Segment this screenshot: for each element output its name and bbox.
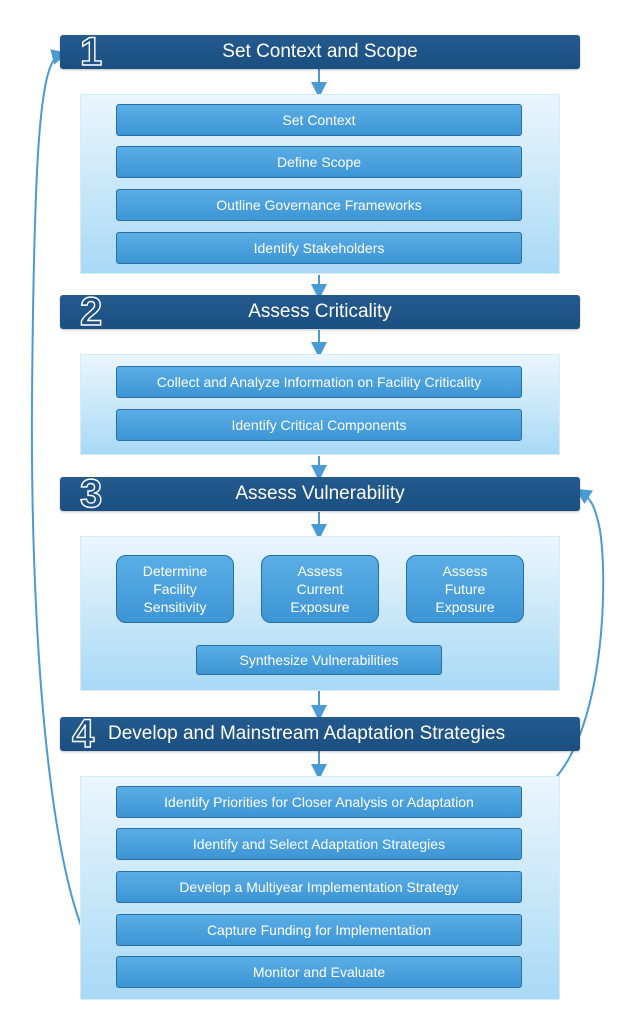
step-4-item: Identify and Select Adaptation Strategie… [116,828,522,860]
feedback-loop-to-step1 [30,49,117,973]
step-1-title: Set Context and Scope [222,41,418,62]
step-3-item: Determine Facility Sensitivity [116,555,234,623]
step-4-item: Capture Funding for Implementation [116,914,522,946]
synthesize-vulnerabilities-box: Synthesize Vulnerabilities [196,645,442,675]
step-3-item: Assess Current Exposure [261,555,379,623]
step-3-item: Assess Future Exposure [406,555,524,623]
step-3-header: 3 Assess Vulnerability [60,471,580,517]
step-1-item: Identify Stakeholders [116,232,522,264]
step-2-title: Assess Criticality [248,301,392,322]
step-3-number: 3 [79,471,103,516]
step-4-item: Develop a Multiyear Implementation Strat… [116,871,522,903]
step-2-item: Collect and Analyze Information on Facil… [116,366,522,398]
step-1-item: Set Context [116,104,522,136]
step-4-title: Develop and Mainstream Adaptation Strate… [108,723,506,744]
feedback-loop-to-step3 [521,488,605,801]
step-2-item: Identify Critical Components [116,409,522,441]
step-3-title: Assess Vulnerability [235,483,405,504]
step-2-number: 2 [79,289,103,334]
step-4-item: Monitor and Evaluate [116,956,522,988]
step-1-item: Define Scope [116,146,522,178]
step-1-item: Outline Governance Frameworks [116,189,522,221]
step-1-number: 1 [79,29,103,74]
step-2-header: 2 Assess Criticality [60,289,580,335]
step-1-header: 1 Set Context and Scope [60,29,580,75]
step-4-item: Identify Priorities for Closer Analysis … [116,786,522,818]
step-4-number: 4 [71,711,95,756]
step-4-header: 4 Develop and Mainstream Adaptation Stra… [60,711,580,757]
